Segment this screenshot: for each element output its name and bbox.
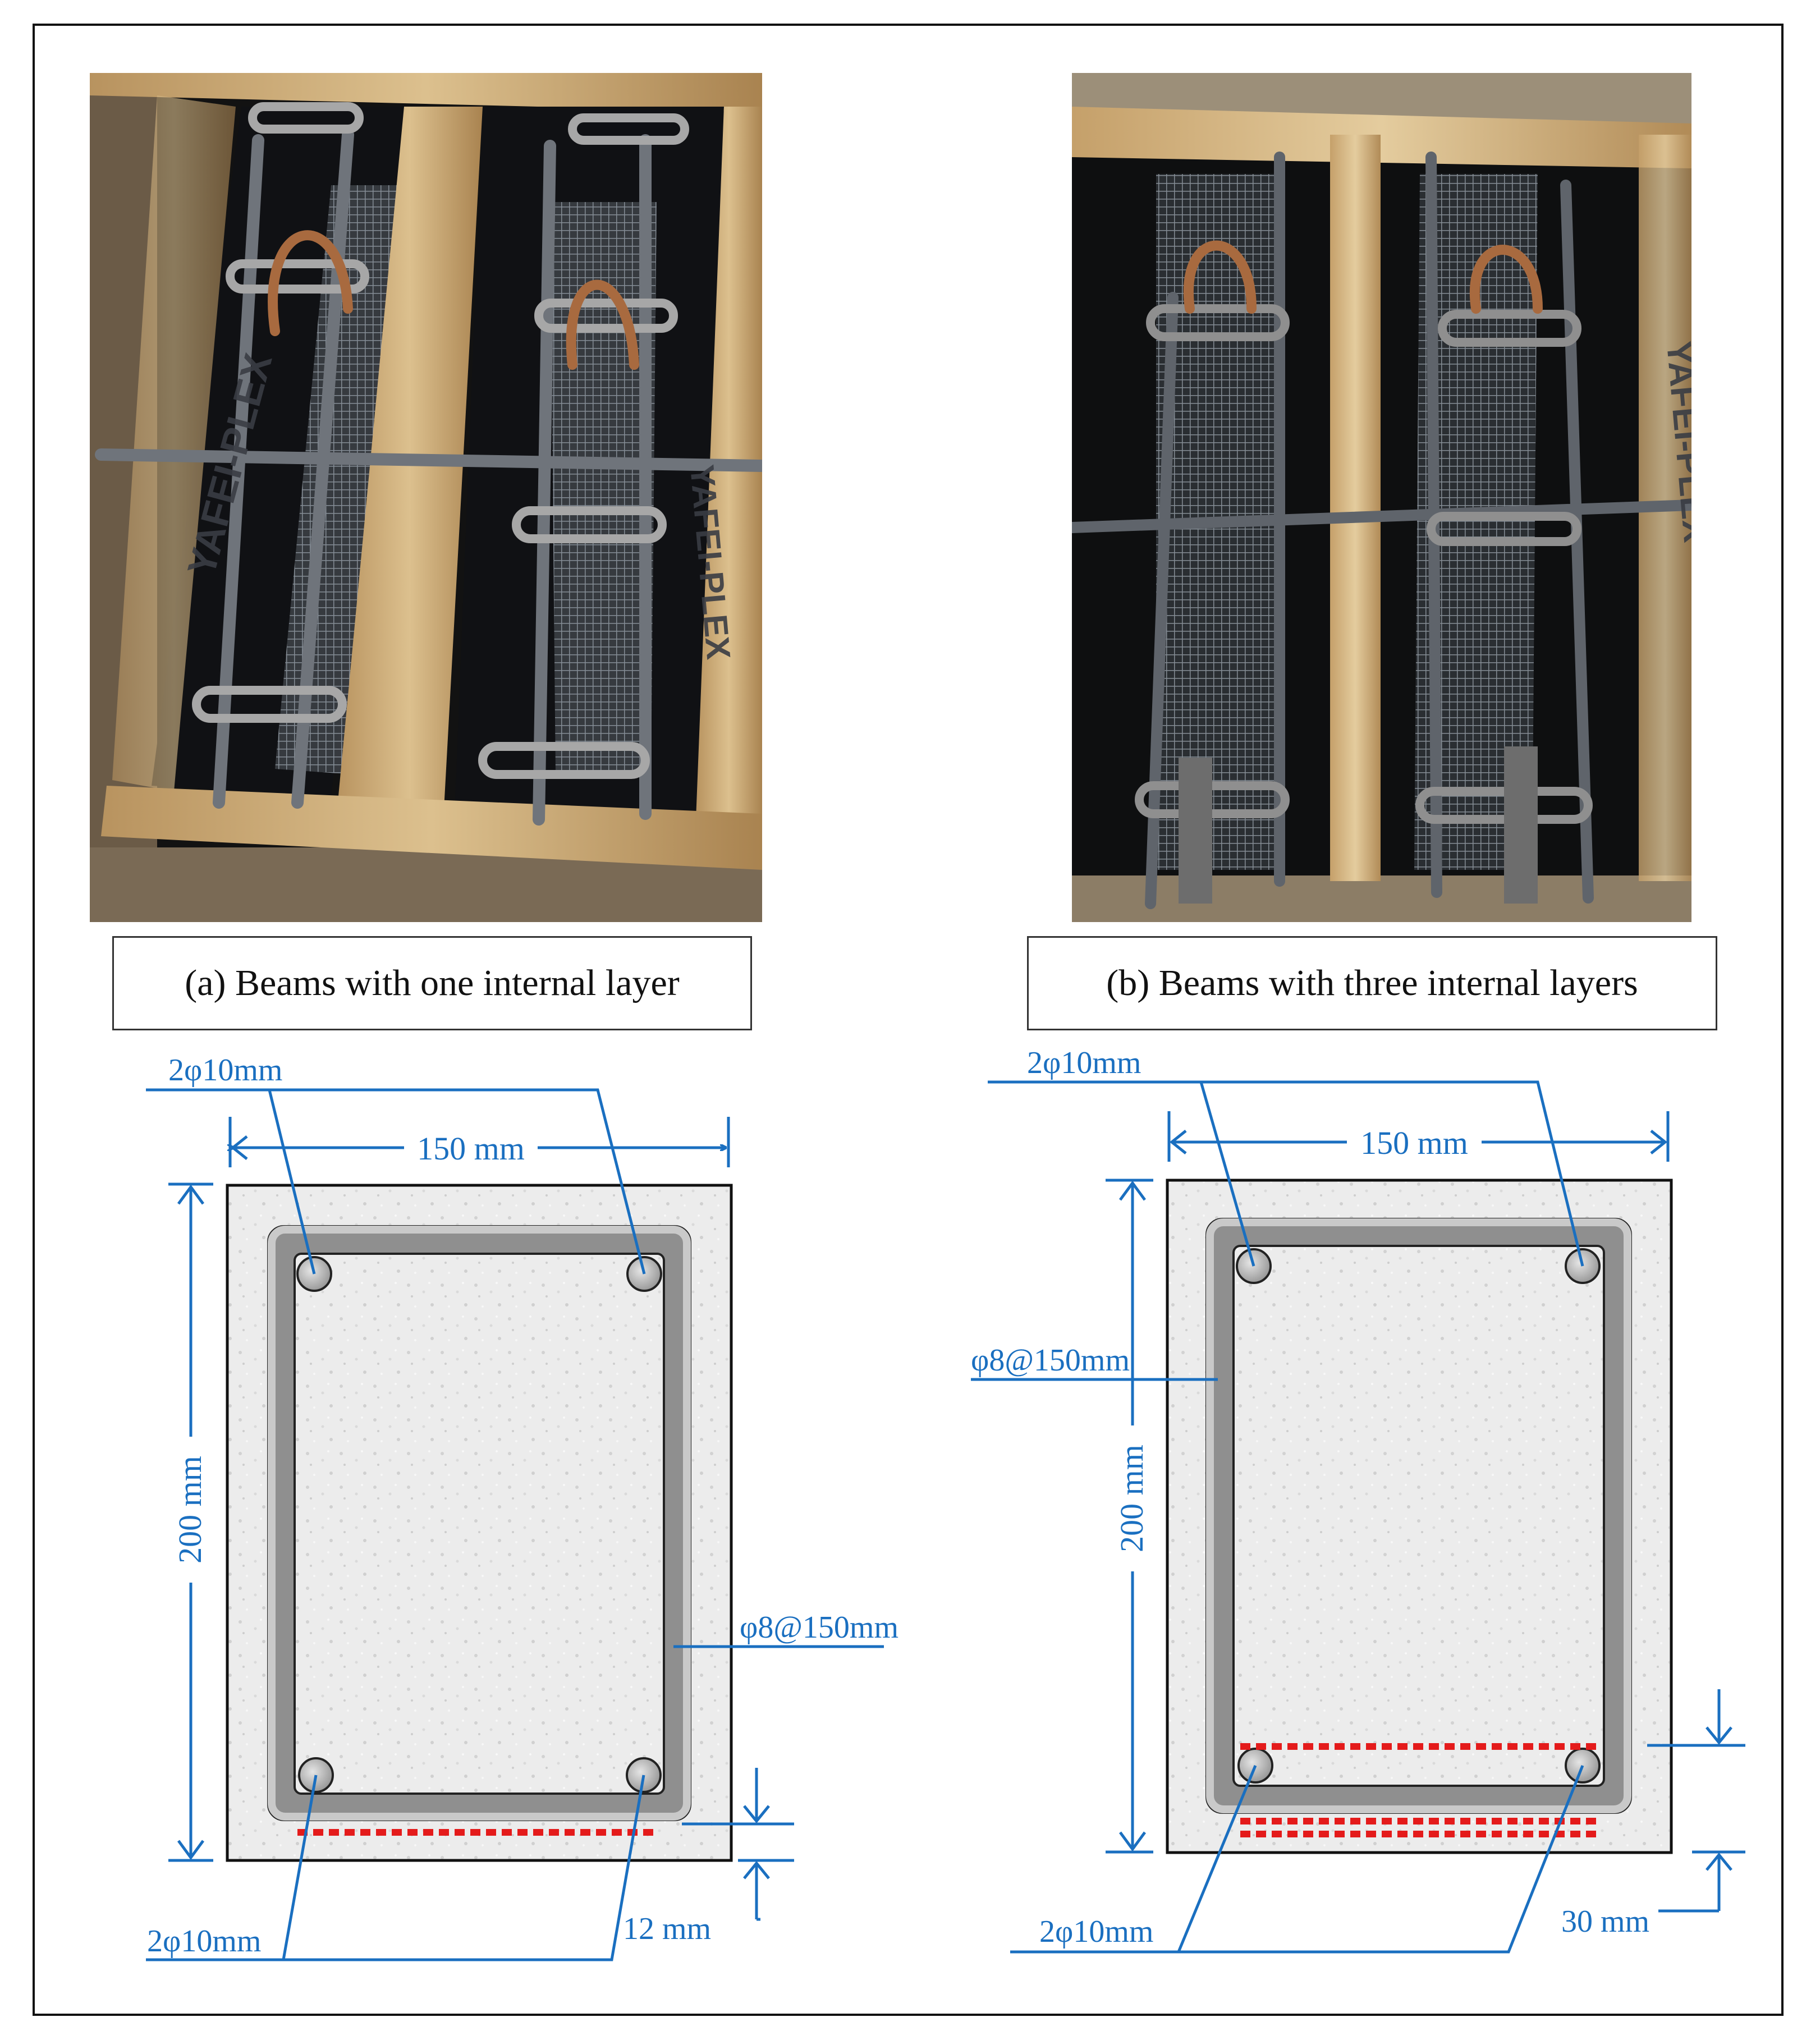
caption-a: (a) Beams with one internal layer (112, 936, 752, 1030)
bottom-bars-label-b: 2φ10mm (1039, 1914, 1153, 1949)
caption-a-text: (a) Beams with one internal layer (185, 962, 680, 1003)
bottom-bars-label-a: 2φ10mm (147, 1924, 261, 1959)
caption-b: (b) Beams with three internal layers (1027, 936, 1717, 1030)
stirrup-label-a: φ8@150mm (740, 1610, 898, 1645)
stirrup-inner-b (1232, 1245, 1605, 1787)
photo-three-internal-layers: YAFEI-PLEX (1072, 73, 1691, 922)
width-label-a: 150 mm (417, 1130, 525, 1167)
height-label-b: 200 mm (1113, 1445, 1150, 1552)
height-label-a: 200 mm (172, 1456, 208, 1564)
stirrup-inner-a (294, 1253, 665, 1795)
section-b: 150 mm 200 mm 2φ10mm φ8@150mm 2φ10mm 30 … (971, 1046, 1745, 1954)
cover-label-a: 12 mm (623, 1911, 711, 1946)
caption-b-text: (b) Beams with three internal layers (1106, 962, 1638, 1003)
stirrup-label-b: φ8@150mm (971, 1343, 1130, 1378)
section-a: 150 mm 200 mm 2φ10mm φ8@150mm 2φ10mm 12 … (146, 1053, 898, 1961)
photo-one-internal-layer: YAFEI-PLEX YAFEI-PLEX (90, 73, 762, 922)
figure-frame (33, 24, 1784, 2016)
top-bars-label-b: 2φ10mm (1027, 1046, 1141, 1080)
width-label-b: 150 mm (1360, 1125, 1468, 1161)
top-bars-label-a: 2φ10mm (168, 1053, 282, 1088)
cover-label-b: 30 mm (1561, 1904, 1649, 1939)
